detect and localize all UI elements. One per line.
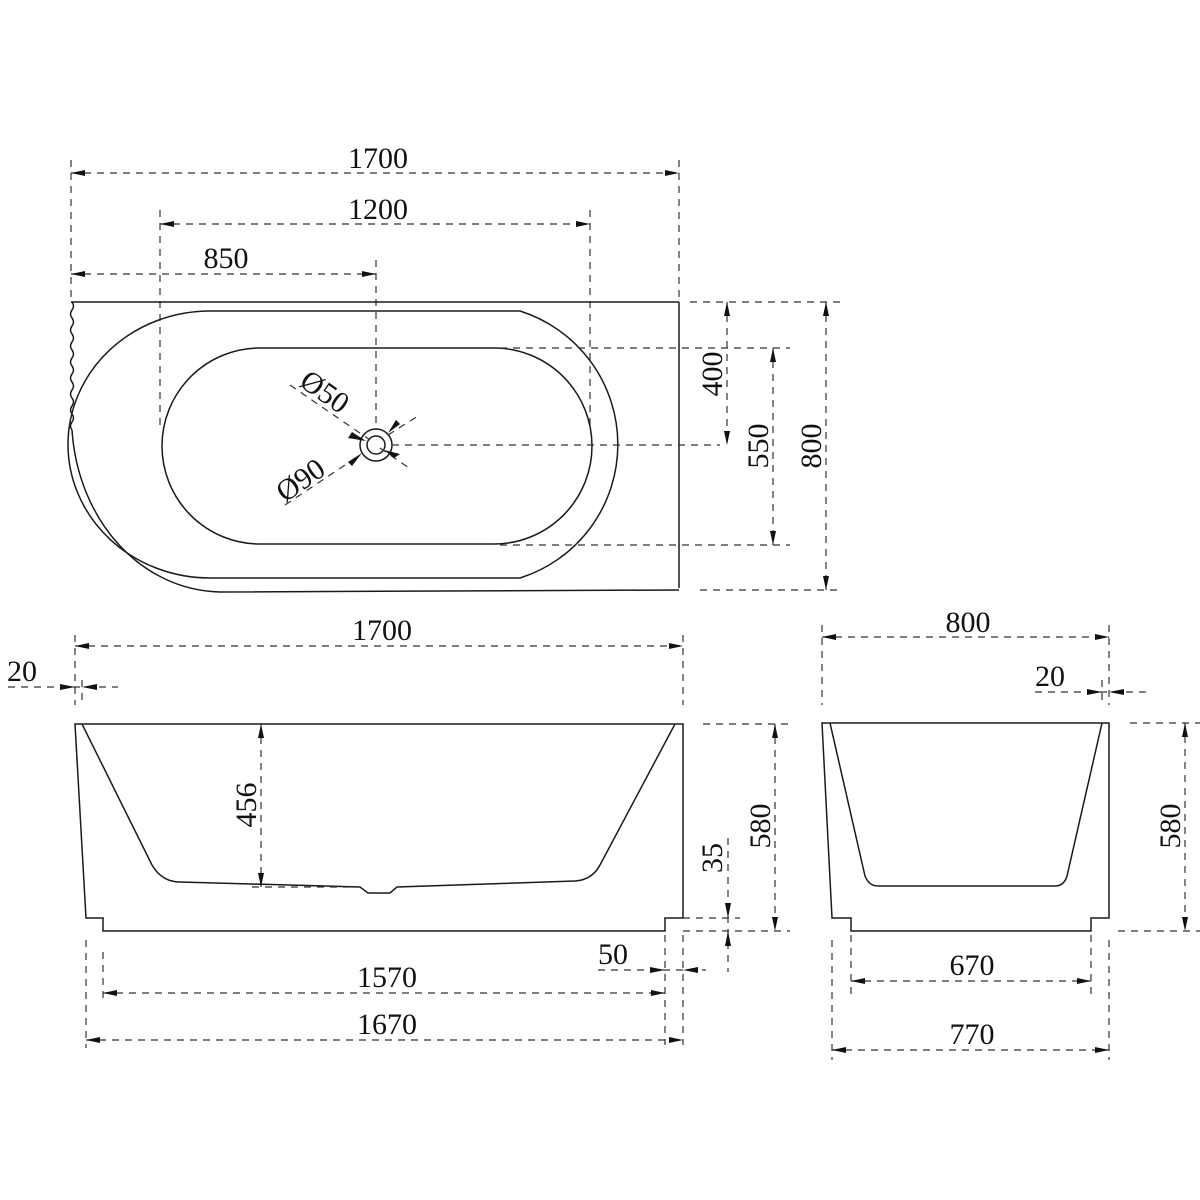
dim-top-800: 800	[795, 424, 828, 469]
side-view: 800 20 580 670 770	[821, 606, 1200, 1060]
dim-front-length: 1700	[352, 614, 412, 647]
dim-side-580: 580	[1154, 804, 1187, 849]
dim-front-580: 580	[744, 804, 777, 849]
dim-front-1670: 1670	[357, 1008, 417, 1041]
dim-front-1570: 1570	[357, 961, 417, 994]
dim-drain-50: Ø50	[294, 364, 355, 421]
front-view: 1700 20 456 580 35 50	[7, 614, 790, 1048]
dim-front-50: 50	[598, 938, 628, 971]
top-view: 1700 1200 850 Ø50 Ø90	[67, 142, 840, 593]
dim-side-770: 770	[950, 1018, 995, 1051]
dim-side-670: 670	[950, 949, 995, 982]
dim-front-20: 20	[7, 655, 37, 688]
dim-front-456: 456	[230, 783, 263, 828]
dim-top-850: 850	[204, 242, 249, 275]
dim-top-1200: 1200	[348, 193, 408, 226]
dim-top-400: 400	[696, 352, 729, 397]
dim-top-550: 550	[742, 424, 775, 469]
dim-drain-90: Ø90	[270, 452, 331, 509]
dim-side-20: 20	[1035, 660, 1065, 693]
dim-front-35: 35	[696, 843, 729, 873]
dim-top-length: 1700	[348, 142, 408, 175]
dim-side-800: 800	[946, 606, 991, 639]
